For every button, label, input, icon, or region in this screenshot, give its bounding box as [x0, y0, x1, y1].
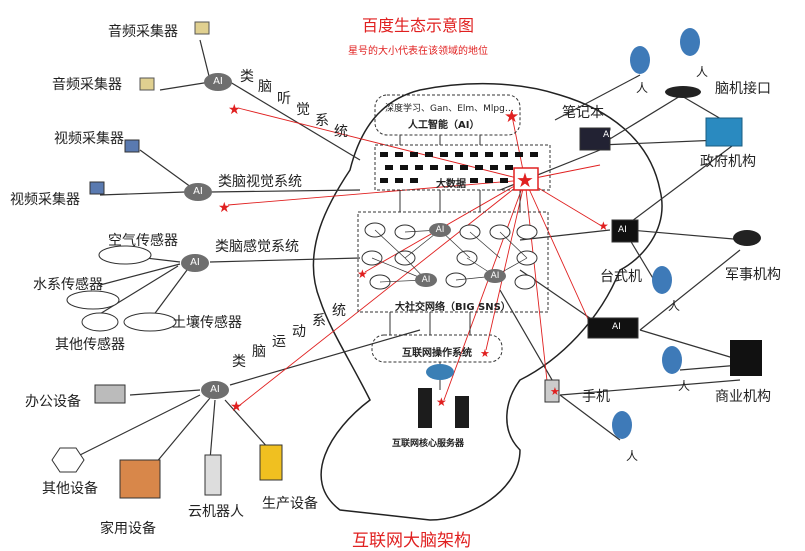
sns-box: [357, 211, 549, 313]
central-star-box: [513, 167, 539, 191]
motor-char-6: 统: [332, 303, 346, 319]
notebook-ai-chip: AI: [603, 130, 612, 140]
soil-sensor-label: 土壤传感器: [172, 315, 242, 331]
ai-box-methods: 深度学习、Gan、Elm、Mlpg…: [385, 104, 514, 114]
bigdata-box: [374, 144, 551, 191]
phone-label: 手机: [582, 389, 610, 405]
video-collector-2-label: 视频采集器: [10, 192, 80, 208]
auditory-char-6: 统: [334, 124, 348, 140]
person-label-3: 人: [668, 299, 681, 313]
person-label-5: 人: [626, 449, 639, 463]
auditory-char-2: 脑: [258, 79, 272, 95]
svg-text:★: ★: [228, 102, 241, 118]
motor-char-3: 运: [272, 334, 286, 350]
ai-node-sns-2: AI: [421, 275, 431, 285]
brain-outline: [312, 82, 663, 521]
ai-box: [374, 94, 521, 136]
ai-node-motor: AI: [210, 384, 220, 395]
os-label: 互联网操作系统: [402, 348, 472, 359]
motor-char-4: 动: [292, 324, 306, 340]
desktop-ai-chip: AI: [618, 225, 627, 235]
air-sensor-label: 空气传感器: [108, 233, 178, 249]
person-icons: [612, 28, 700, 439]
robot-label: 云机器人: [188, 504, 244, 520]
left-ai-nodes: [181, 73, 232, 399]
sensor-shapes: [51, 245, 177, 473]
server-label: 互联网核心服务器: [392, 439, 465, 449]
diagram-title: 百度生态示意图: [362, 12, 474, 36]
bottom-title: 互联网大脑架构: [352, 531, 471, 551]
svg-text:★: ★: [436, 395, 447, 409]
stars: ★ ★ ★ ★ ★ ★ ★ ★ ★: [218, 102, 609, 415]
person-label-2: 人: [696, 65, 709, 79]
desktop-label: 台式机: [600, 269, 642, 285]
ai-node-sensory: AI: [190, 257, 200, 268]
auditory-char-1: 类: [240, 69, 254, 85]
person-label-1: 人: [636, 81, 649, 95]
svg-text:★: ★: [230, 399, 243, 415]
ai-node-sns-3: AI: [490, 271, 500, 281]
sns-label: 大社交网络（BIG SNS）: [395, 302, 511, 313]
left-connections: [79, 39, 421, 471]
video-collector-1-label: 视频采集器: [54, 131, 124, 147]
diagram-subtitle: 星号的大小代表在该领域的地位: [348, 46, 488, 57]
visual-system-label: 类脑视觉系统: [218, 174, 302, 190]
os-box: [371, 334, 503, 363]
water-sensor-label: 水系传感器: [33, 277, 103, 293]
server-group: [418, 364, 469, 428]
svg-text:★: ★: [357, 267, 368, 281]
auditory-char-4: 觉: [296, 102, 310, 118]
other-sensor-label: 其他传感器: [55, 337, 125, 353]
sensory-system-label: 类脑感觉系统: [215, 239, 299, 255]
gov-label: 政府机构: [700, 154, 756, 170]
person-label-4: 人: [678, 379, 691, 393]
other-device-label: 其他设备: [42, 481, 98, 497]
svg-text:★: ★: [550, 385, 560, 398]
bigdata-blocks: [380, 152, 538, 183]
ai-node-sns-1: AI: [435, 225, 445, 235]
ai-node-auditory: AI: [213, 76, 223, 87]
motor-char-2: 脑: [252, 344, 266, 360]
title-text: 百度生态示意图: [362, 16, 475, 35]
motor-char-5: 系: [312, 313, 326, 329]
audio-collector-2-label: 音频采集器: [52, 77, 122, 93]
audio-collector-1-label: 音频采集器: [108, 24, 178, 40]
layer-connectors: [389, 135, 521, 390]
production-device-label: 生产设备: [262, 496, 318, 512]
bigdata-label: 大数据: [436, 179, 466, 190]
svg-text:★: ★: [480, 347, 490, 360]
svg-text:★: ★: [504, 107, 519, 127]
svg-text:★: ★: [218, 200, 231, 216]
auditory-char-3: 听: [277, 91, 291, 107]
glasses-ai-chip: AI: [612, 322, 621, 332]
sns-ai-nodes: [415, 223, 506, 287]
military-label: 军事机构: [725, 267, 781, 283]
ai-box-title: 人工智能（AI）: [408, 120, 480, 131]
device-icons: [89, 21, 762, 499]
notebook-label: 笔记本: [562, 105, 604, 121]
business-label: 商业机构: [715, 389, 771, 405]
motor-char-1: 类: [232, 354, 246, 370]
home-device-label: 家用设备: [100, 521, 156, 537]
central-star: ★: [516, 168, 534, 192]
ai-node-visual: AI: [193, 186, 203, 197]
svg-text:★: ★: [598, 219, 609, 233]
bci-label: 脑机接口: [715, 81, 771, 97]
auditory-char-5: 系: [315, 113, 329, 129]
office-device-label: 办公设备: [25, 394, 81, 410]
